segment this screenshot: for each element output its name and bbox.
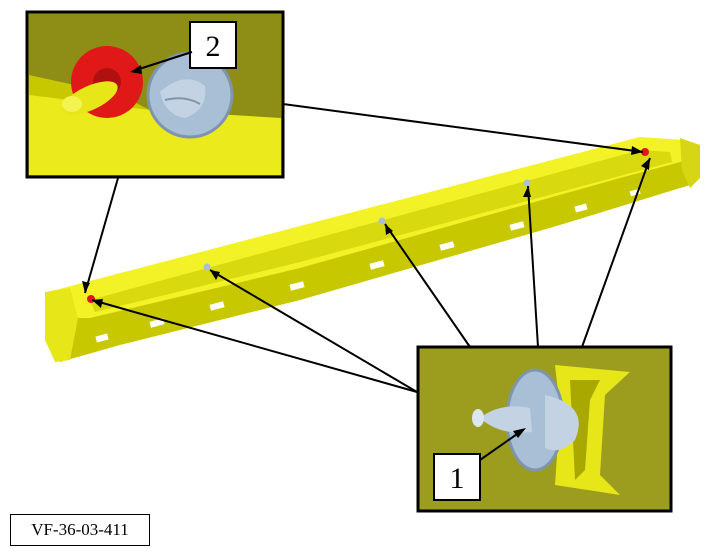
fastener-stem	[545, 395, 579, 451]
callout-2-box	[189, 21, 237, 69]
panel-clip-markers	[87, 148, 649, 303]
clip-marker-a	[203, 263, 211, 271]
clip-marker-left	[87, 295, 95, 303]
callout-1-box	[433, 453, 481, 501]
leader-arrowheads	[82, 146, 650, 308]
sill-panel-right-end	[680, 138, 700, 188]
sill-panel-lower-face	[45, 150, 695, 362]
inset-detail-2: 2	[25, 10, 285, 179]
clip-marker-b	[378, 217, 386, 225]
callout-1-number: 1	[450, 462, 465, 495]
inset-detail-1: 1	[416, 345, 673, 513]
callout-2-number: 2	[206, 30, 221, 63]
sill-panel-left-end	[45, 288, 78, 362]
fastener-cone	[480, 406, 532, 433]
leader-lines	[84, 103, 651, 393]
clip-marker-right	[641, 148, 649, 156]
reference-code: VF-36-03-411	[10, 514, 150, 546]
clip-marker-c	[523, 179, 531, 187]
